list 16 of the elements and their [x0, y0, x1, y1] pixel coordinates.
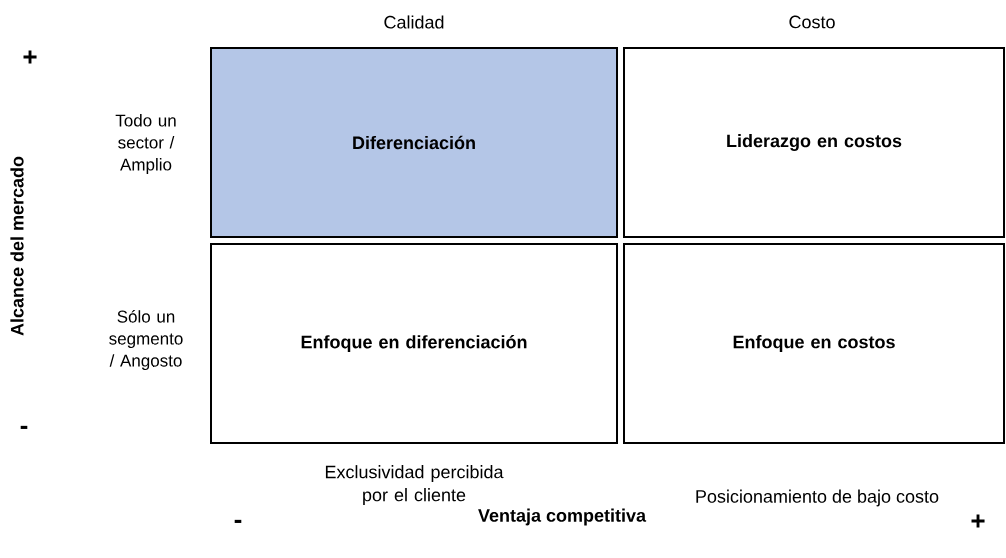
strategy-box: Enfoque en costos [623, 243, 1005, 444]
axis-description: Exclusividad percibida por el cliente [325, 465, 504, 505]
axis-description: Posicionamiento de bajo costo [696, 489, 939, 507]
column-heading: Costo [789, 15, 835, 29]
axis-title: Ventaja competitiva [478, 508, 647, 526]
strategy-box: Liderazgo en costos [623, 47, 1005, 238]
axis-sign: - [20, 425, 28, 429]
strategy-box: Enfoque en diferenciación [210, 243, 618, 444]
axis-sign: + [23, 50, 37, 64]
axis-title: Alcance del mercado [10, 156, 24, 336]
column-heading: Calidad [384, 15, 444, 29]
axis-sign: + [971, 514, 985, 528]
axis-sign: - [234, 519, 242, 523]
row-heading: Sólo un segmento / Angosto [109, 310, 183, 370]
strategy-box: Diferenciación [210, 47, 618, 238]
row-heading: Todo un sector / Amplio [115, 114, 176, 174]
